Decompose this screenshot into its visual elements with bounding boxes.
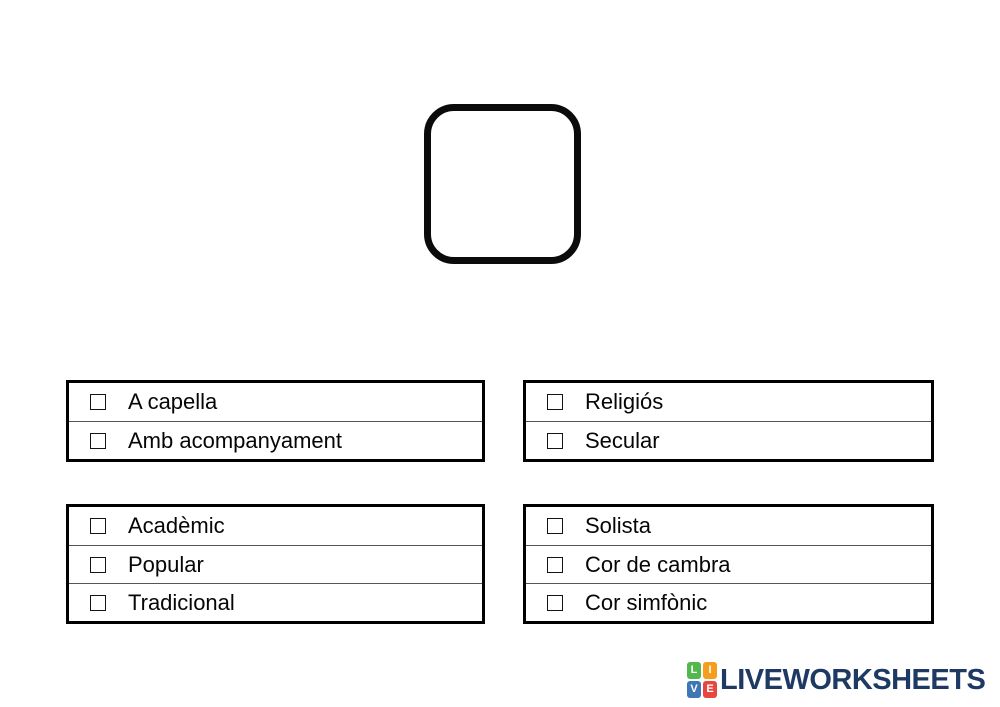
checkbox[interactable] xyxy=(547,432,563,449)
option-label: Cor de cambra xyxy=(585,551,731,577)
logo-tile-l-icon: L xyxy=(687,662,701,679)
option-label: Solista xyxy=(585,513,652,538)
checkbox[interactable] xyxy=(547,594,563,611)
option-row: Tradicional xyxy=(69,583,482,621)
checkbox[interactable] xyxy=(547,518,563,534)
option-label: Acadèmic xyxy=(128,513,225,538)
option-label: Tradicional xyxy=(128,589,235,615)
logo-tile-e-icon: E xyxy=(703,681,717,698)
option-label: Religiós xyxy=(585,389,664,414)
logo-tile-v-icon: V xyxy=(687,681,701,698)
checkbox[interactable] xyxy=(547,394,563,410)
checkbox[interactable] xyxy=(547,556,563,573)
option-row: A capella xyxy=(69,383,482,421)
option-label: Amb acompanyament xyxy=(128,427,342,453)
option-label: Secular xyxy=(585,427,660,453)
checkbox[interactable] xyxy=(90,594,106,611)
option-row: Cor de cambra xyxy=(526,545,931,583)
option-label: A capella xyxy=(128,389,218,414)
image-placeholder xyxy=(424,104,581,264)
option-row: Amb acompanyament xyxy=(69,421,482,459)
option-row: Cor simfònic xyxy=(526,583,931,621)
option-row: Solista xyxy=(526,507,931,545)
option-row: Religiós xyxy=(526,383,931,421)
option-row: Secular xyxy=(526,421,931,459)
option-label: Popular xyxy=(128,551,204,577)
option-row: Acadèmic xyxy=(69,507,482,545)
checkbox[interactable] xyxy=(90,518,106,534)
checkbox[interactable] xyxy=(90,432,106,449)
liveworksheets-wordmark: LIVEWORKSHEETS xyxy=(720,663,986,696)
option-label: Cor simfònic xyxy=(585,589,708,615)
logo-tile-i-icon: I xyxy=(703,662,717,679)
option-row: Popular xyxy=(69,545,482,583)
checkbox[interactable] xyxy=(90,556,106,573)
checkbox[interactable] xyxy=(90,394,106,410)
